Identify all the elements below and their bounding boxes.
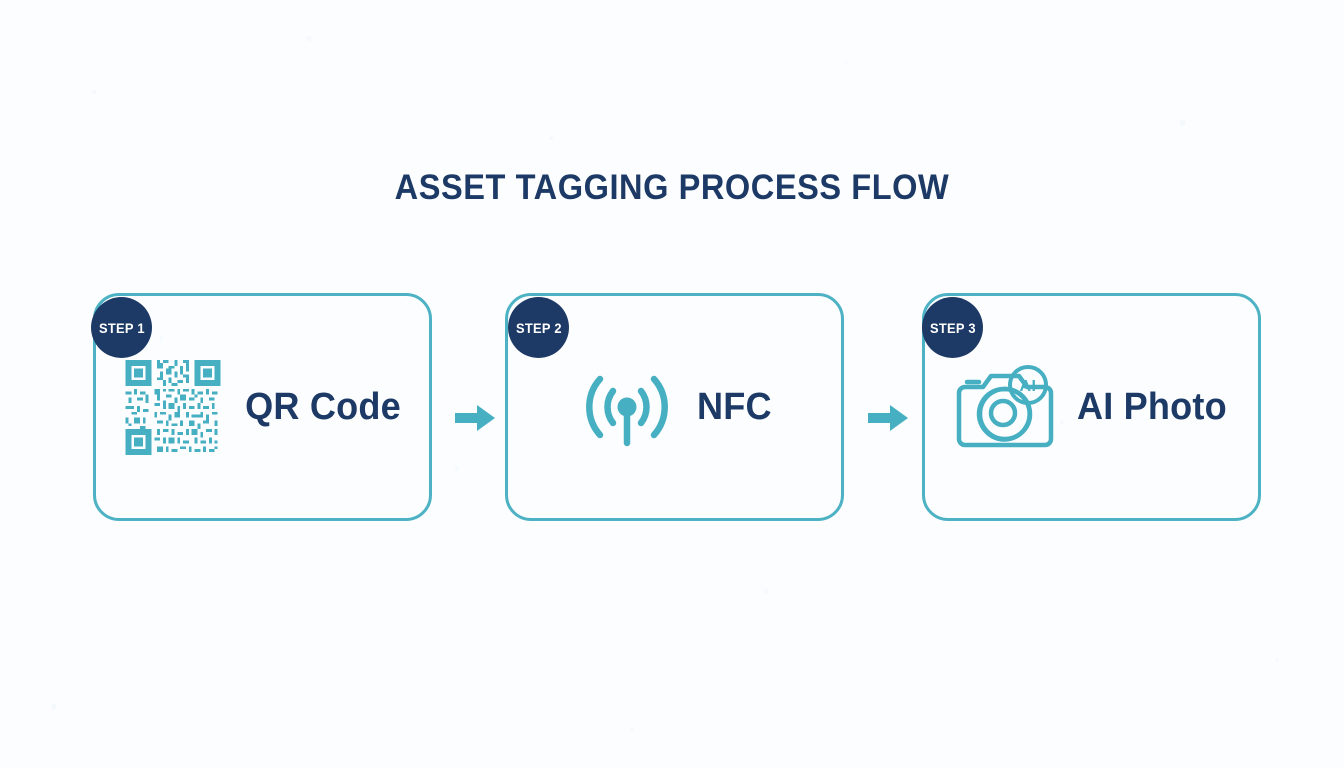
step-badge-1: STEP 1 <box>91 297 152 358</box>
step-card-ai-photo[interactable]: AI AI Photo <box>922 293 1261 521</box>
step-label: NFC <box>697 385 772 428</box>
step-badge-label: STEP 3 <box>929 319 976 336</box>
step-label: AI Photo <box>1076 385 1227 428</box>
step-label: QR Code <box>244 385 401 428</box>
step-card-qr-code[interactable]: QR Code <box>93 293 432 521</box>
svg-text:AI: AI <box>1019 378 1036 395</box>
page-title: ASSET TAGGING PROCESS FLOW <box>394 168 950 207</box>
step-badge-label: STEP 2 <box>515 319 562 336</box>
step-badge-2: STEP 2 <box>508 297 569 358</box>
step-badge-label: STEP 1 <box>98 319 145 336</box>
step-card-nfc[interactable]: NFC <box>505 293 844 521</box>
arrow-right-icon-2 <box>866 398 910 438</box>
qr-code-icon <box>121 355 225 459</box>
step-badge-3: STEP 3 <box>922 297 983 358</box>
nfc-broadcast-icon <box>575 355 679 459</box>
arrow-right-icon-1 <box>453 398 497 438</box>
ai-camera-icon: AI <box>953 355 1057 459</box>
